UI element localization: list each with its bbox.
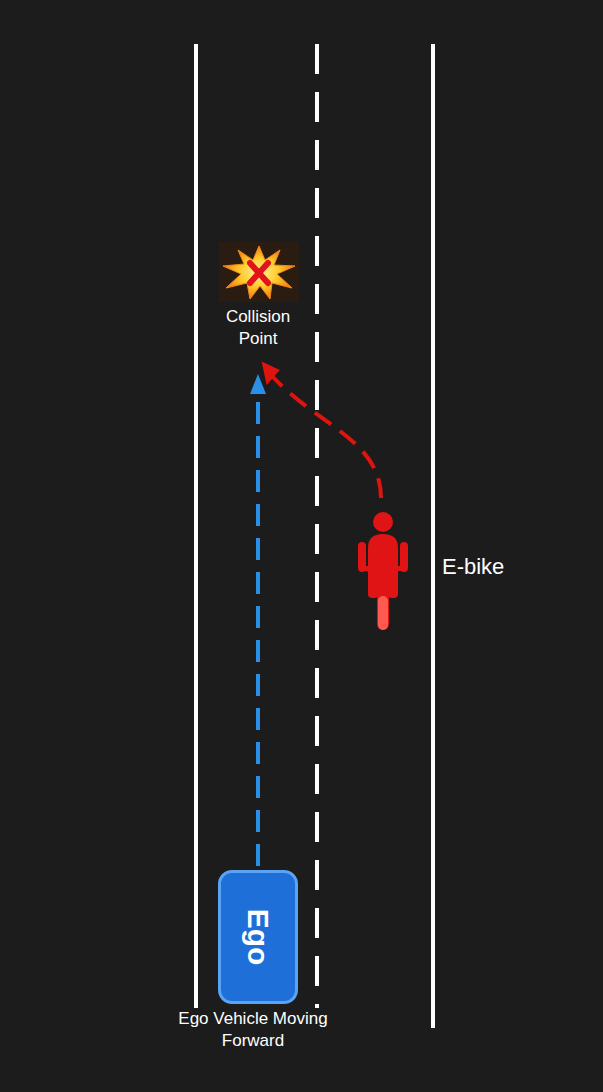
ego-vehicle-caption: Ego Vehicle Moving Forward: [178, 1008, 328, 1052]
ego-path: [256, 392, 260, 866]
ebike-path-arrowhead: [262, 358, 283, 385]
ego-vehicle: Ego: [218, 870, 298, 1004]
ego-path-arrowhead: [250, 374, 266, 394]
vehicle-name: Ego: [241, 909, 275, 966]
ebike-path: [272, 376, 381, 498]
collision-icon: [219, 242, 299, 302]
collision-label: Collision Point: [208, 306, 308, 350]
lane-edge-line: [431, 44, 435, 1028]
ebike-rider-figure: [358, 512, 408, 630]
ebike-label: E-bike: [442, 553, 552, 582]
lane-edge-line: [194, 44, 198, 1028]
lane-divider-line: [315, 44, 319, 1030]
